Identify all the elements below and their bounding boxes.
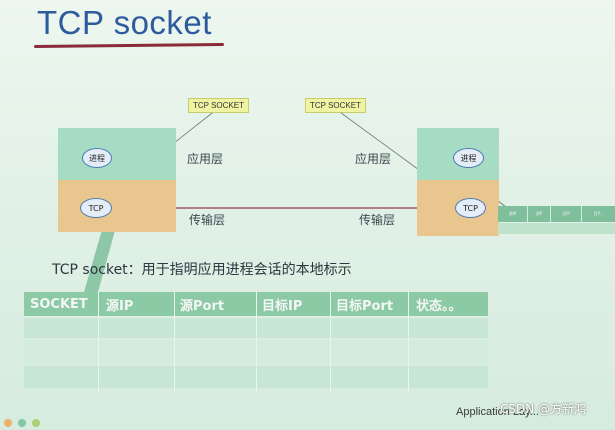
col-status: 状态。。 (416, 298, 462, 314)
right-host (417, 128, 499, 236)
watermark: CSDN @方新鸿 (500, 402, 587, 416)
left-app-layer-band (58, 128, 176, 180)
column-divider (256, 292, 257, 392)
column-divider (174, 292, 175, 392)
mini-header-cell: 源P (528, 206, 551, 222)
mini-header-cell: 目P... (582, 206, 615, 222)
left-tcp-node: TCP (80, 198, 112, 218)
tcp-socket-callout-left: TCP SOCKET (188, 98, 249, 113)
left-host (58, 128, 176, 232)
col-dst-ip: 目标IP (262, 298, 303, 314)
left-app-layer-label: 应用层 (187, 152, 224, 166)
right-process-node: 进程 (453, 148, 484, 168)
column-divider (330, 292, 331, 392)
tcp-socket-caption: TCP socket：用于指明应用进程会话的本地标示 (52, 262, 352, 278)
socket-table: SOCKET 源IP 源Port 目标IP 目标Port 状态。。 (24, 292, 488, 392)
slide-nav-icons (4, 419, 40, 427)
slide-title: TCP socket (37, 4, 212, 41)
right-transport-layer-label: 传输层 (359, 213, 396, 227)
col-dst-port: 目标Port (336, 298, 394, 314)
column-divider (98, 292, 99, 392)
right-app-layer-label: 应用层 (355, 152, 392, 166)
col-src-port: 源Port (180, 298, 225, 314)
column-divider (408, 292, 409, 392)
right-tcp-node: TCP (455, 198, 486, 218)
mini-header-row (498, 223, 615, 234)
left-process-node: 进程 (82, 148, 112, 168)
mini-header-cell: 源IP (498, 206, 528, 222)
table-callout-wedge (84, 216, 119, 292)
col-socket: SOCKET (30, 296, 88, 312)
tcp-socket-callout-right: TCP SOCKET (305, 98, 366, 113)
mini-header-table: 源IP 源P 目IP 目P... (498, 206, 615, 236)
left-transport-layer-label: 传输层 (189, 213, 226, 227)
left-transport-layer-band (58, 180, 176, 232)
col-src-ip: 源IP (106, 298, 134, 314)
mini-header-cell: 目IP (551, 206, 582, 222)
footer-section-title: Application Lay... (456, 406, 539, 418)
